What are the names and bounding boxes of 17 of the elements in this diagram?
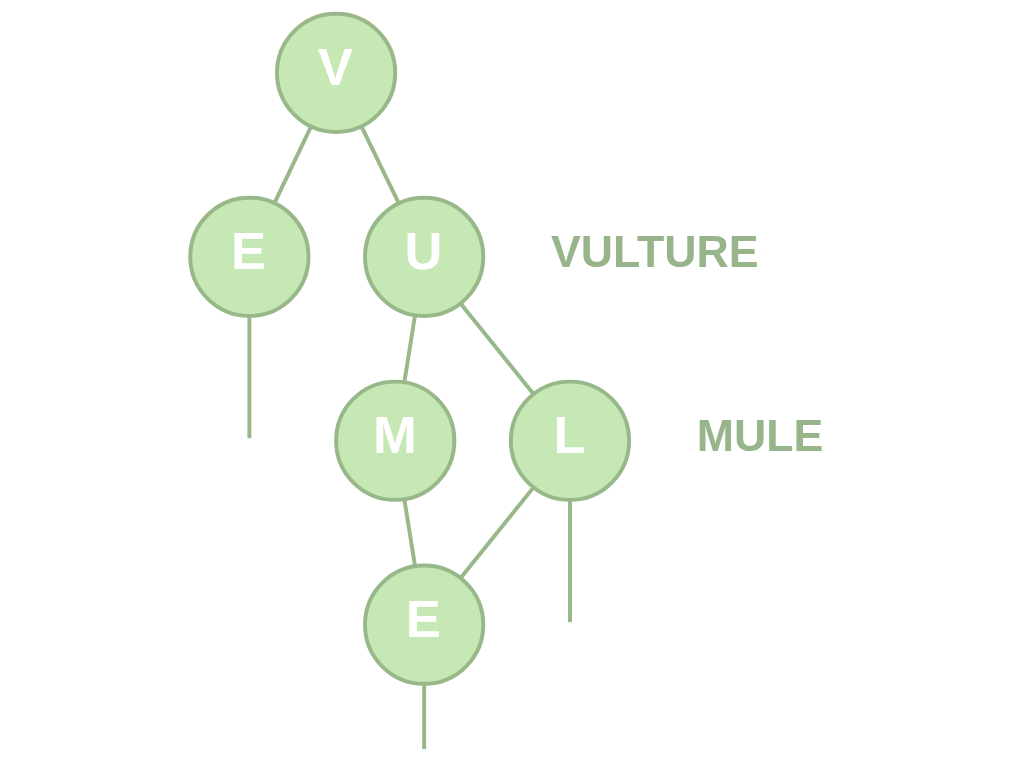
node-circle: E xyxy=(187,195,310,318)
node-circle: L xyxy=(508,379,631,502)
connector xyxy=(458,486,535,580)
connector xyxy=(421,683,426,750)
node-circle: V xyxy=(274,11,397,134)
connector xyxy=(359,125,400,205)
connector xyxy=(401,499,417,567)
label: VULTURE xyxy=(550,226,758,276)
connector xyxy=(567,499,572,623)
label: MULE xyxy=(696,410,823,460)
connector xyxy=(458,302,535,396)
node-circle: M xyxy=(333,379,456,502)
node-circle: U xyxy=(362,195,485,318)
connector xyxy=(246,316,251,439)
connector xyxy=(401,315,417,383)
connector xyxy=(272,125,313,204)
node-circle: E xyxy=(362,563,485,686)
